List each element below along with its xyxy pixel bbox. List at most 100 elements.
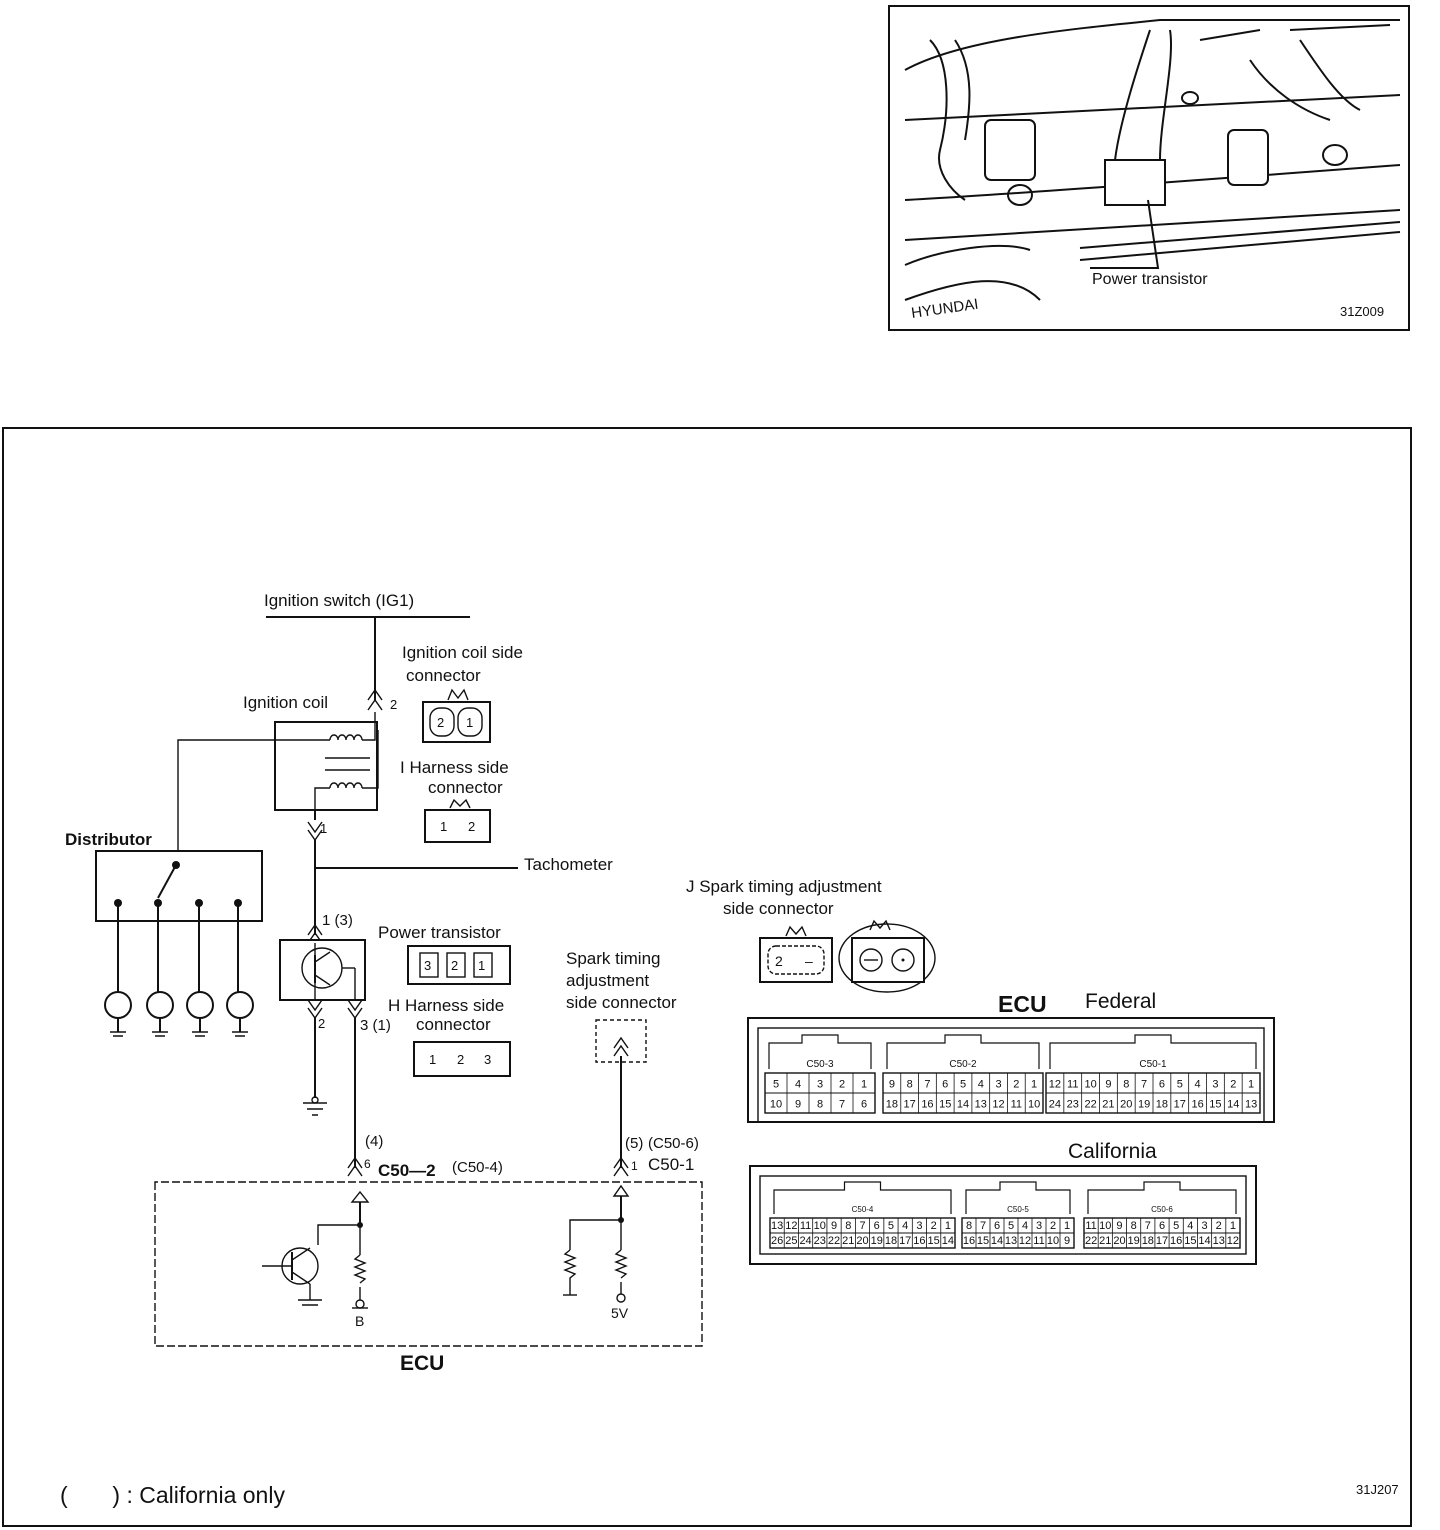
pin-cell: 11	[1011, 1098, 1022, 1110]
pin-cell: 5	[888, 1220, 894, 1232]
pin-cell: 5	[960, 1078, 966, 1090]
pin-cell: 3	[1201, 1220, 1207, 1232]
pin-cell: 23	[814, 1235, 826, 1247]
pin-cell: 5	[1008, 1220, 1014, 1232]
federal-connector-inner	[757, 1027, 1265, 1123]
california-label: California	[1068, 1140, 1157, 1163]
california-only-legend: ( ) : California only	[60, 1482, 285, 1508]
pin-c50-6b: (C50-6)	[648, 1135, 699, 1152]
pin-cell: 12	[992, 1098, 1004, 1110]
pin-cell: 3	[995, 1078, 1001, 1090]
pin-cell: 6	[994, 1220, 1000, 1232]
connector-name-c50-2: C50-2	[949, 1059, 977, 1070]
pin-cell: 20	[1113, 1235, 1125, 1247]
pin-cell: 1	[945, 1220, 951, 1232]
pin-cell: 5	[773, 1078, 779, 1090]
pin-cell: 4	[1187, 1220, 1193, 1232]
pin-cell: 3	[1036, 1220, 1042, 1232]
harness-h-pin-1: 1	[429, 1052, 436, 1067]
pin-c50-2: C50—2	[378, 1161, 436, 1180]
pin-cell: 7	[859, 1220, 865, 1232]
pin-cell: 14	[942, 1235, 954, 1247]
pin-cell: 1	[1248, 1078, 1254, 1090]
pin-cell: 9	[889, 1078, 895, 1090]
spark-plugs	[104, 991, 254, 1037]
pin-cell: 22	[828, 1235, 840, 1247]
power-transistor-connector: 3 2 1	[407, 945, 511, 985]
pin-cell: 18	[886, 1098, 898, 1110]
distributor-label: Distributor	[65, 830, 152, 849]
pin-cell: 1	[1064, 1220, 1070, 1232]
pin-cell: 9	[831, 1220, 837, 1232]
connector-arrow-ecu-6	[347, 1156, 363, 1177]
pin-cell: 23	[1067, 1098, 1079, 1110]
pin-cell: 12	[1227, 1235, 1239, 1247]
pin-cell: 16	[1170, 1235, 1182, 1247]
pin-cell: 7	[839, 1098, 845, 1110]
connector-name-c50-3: C50-3	[806, 1059, 834, 1070]
coil-side-pin-b: 1	[466, 715, 473, 730]
pin-cell: 2	[1216, 1220, 1222, 1232]
pin-cell: 5	[1173, 1220, 1179, 1232]
pin-cell: 14	[1198, 1235, 1210, 1247]
pin-cell: 10	[1099, 1220, 1111, 1232]
spark-timing-connector-box	[595, 1019, 647, 1063]
pin-cell: 18	[1142, 1235, 1154, 1247]
connector-arrow-ecu-1	[613, 1156, 629, 1177]
distributor-internals	[114, 861, 242, 992]
ecu-label-bottom: ECU	[400, 1352, 444, 1375]
pin-cell: 6	[942, 1078, 948, 1090]
ecu-box	[154, 1181, 703, 1347]
pin-pt-1-3: 1 (3)	[322, 912, 353, 929]
pin-cell: 26	[771, 1235, 783, 1247]
connector-name-c50-4: C50-4	[852, 1205, 874, 1214]
pin-pt-2: 2	[318, 1016, 325, 1031]
pin-cell: 4	[795, 1078, 801, 1090]
pin-cell: 14	[991, 1235, 1003, 1247]
pin-c50-4: (4)	[365, 1133, 383, 1150]
ecu-b-label: B	[355, 1313, 364, 1329]
ecu-internal-circuit	[262, 1184, 630, 1309]
pin-cell: 9	[1116, 1220, 1122, 1232]
photo-callout-power-transistor: Power transistor	[1092, 271, 1208, 288]
j-connector-label-2: side connector	[723, 899, 834, 918]
pin-cell: 17	[1174, 1098, 1186, 1110]
pin-cell: 3	[916, 1220, 922, 1232]
pin-cell: 12	[785, 1220, 797, 1232]
harness-h-label-1: H Harness side	[388, 996, 504, 1015]
coil-windings	[177, 712, 379, 858]
pin-cell: 7	[1141, 1078, 1147, 1090]
spark-timing-label-3: side connector	[566, 993, 677, 1012]
j-connector-pin-a: 2	[775, 953, 783, 969]
pin-cell: 9	[1105, 1078, 1111, 1090]
harness-h-connector: 1 2 3	[413, 1041, 511, 1077]
pin-cell: 6	[1159, 1078, 1165, 1090]
pin-cell: 8	[966, 1220, 972, 1232]
pin-cell: 3	[1212, 1078, 1218, 1090]
harness-h-pin-3: 3	[484, 1052, 491, 1067]
pin-cell: 13	[975, 1098, 987, 1110]
coil-side-connector: 2 1	[422, 688, 491, 743]
ecu-connectors-title: ECU	[998, 991, 1047, 1017]
pin-cell: 22	[1085, 1235, 1097, 1247]
pin-c50-4b: (C50-4)	[452, 1159, 503, 1176]
pin-cell: 19	[871, 1235, 883, 1247]
pin-cell: 19	[1138, 1098, 1150, 1110]
pin-cell: 21	[1102, 1098, 1114, 1110]
harness-i-connector: 1 2	[424, 798, 491, 843]
pin-cell: 13	[1213, 1235, 1225, 1247]
tachometer-label: Tachometer	[524, 855, 613, 874]
engine-photo: Power transistor 31Z009 HYUNDAI	[888, 5, 1410, 331]
power-transistor-symbol	[301, 943, 356, 1000]
coil-side-connector-label-2: connector	[406, 666, 481, 685]
pin-cell: 15	[977, 1235, 989, 1247]
connector-arrow-spark-timing	[613, 1036, 629, 1057]
pin-cell: 11	[1033, 1235, 1044, 1247]
pin-cell: 19	[1128, 1235, 1140, 1247]
pin-c50-5: (5)	[625, 1135, 643, 1152]
